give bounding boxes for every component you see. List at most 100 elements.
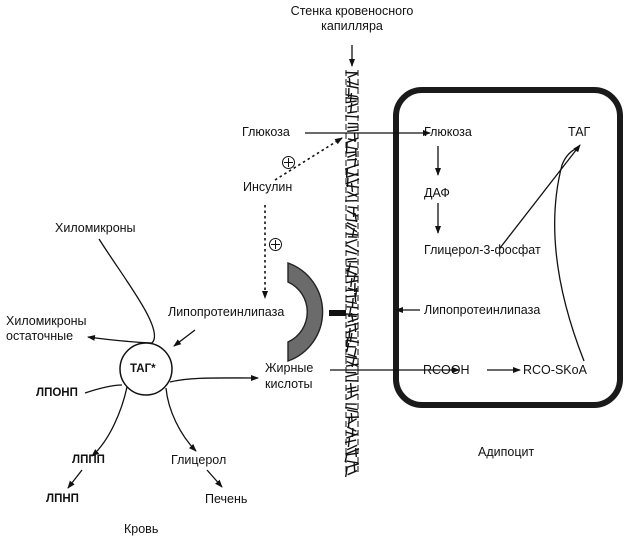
- wall-fiber: [347, 103, 359, 108]
- wall-fiber: [350, 412, 353, 423]
- wall-fiber: [353, 347, 357, 358]
- label-rcooh: RCOOH: [423, 363, 470, 377]
- wall-fiber: [350, 102, 353, 113]
- tag-to-glycerol-arrow: [165, 387, 197, 452]
- label-chylomicron-remnants-line-2: остаточные: [6, 329, 74, 343]
- wall-fiber: [347, 437, 351, 448]
- wall-fiber: [352, 272, 357, 283]
- capillary-wall: [344, 70, 360, 478]
- wall-fiber: [346, 393, 358, 400]
- wall-fiber: [346, 339, 360, 344]
- wall-fiber: [345, 355, 358, 360]
- label-dap: ДАФ: [424, 186, 450, 200]
- label-glucose-cell: Глюкоза: [424, 125, 472, 139]
- activation-symbol-lipase: [269, 238, 282, 251]
- wall-fiber: [345, 373, 359, 378]
- wall-fiber: [345, 467, 348, 478]
- chylomicron-remnants-arrow: [87, 334, 153, 344]
- wall-fiber: [347, 73, 358, 79]
- wall-fiber: [345, 97, 359, 100]
- wall-fiber: [345, 71, 359, 74]
- wall-fiber: [346, 463, 360, 469]
- wall-title-line-1: Стенка кровеносного: [290, 4, 414, 18]
- wall-fiber: [345, 289, 357, 292]
- wall-fiber: [354, 212, 358, 223]
- wall-fiber: [345, 151, 357, 154]
- label-adipocyte-region: Адипоцит: [478, 445, 535, 459]
- wall-fiber: [347, 318, 359, 323]
- wall-fiber: [347, 126, 358, 129]
- wall-fiber: [348, 327, 351, 338]
- wall-fiber: [345, 363, 359, 367]
- wall-fiber: [353, 132, 356, 143]
- wall-fiber: [351, 227, 355, 238]
- wall-fiber: [347, 193, 359, 198]
- vldl-to-tag-curve: [84, 384, 123, 394]
- wall-fiber: [346, 426, 357, 432]
- wall-fiber: [345, 115, 359, 118]
- wall-fiber: [346, 233, 358, 236]
- label-vldl: ЛПОНП: [36, 387, 78, 399]
- wall-fiber: [346, 306, 359, 309]
- wall-fiber: [345, 137, 359, 144]
- wall-fiber: [347, 206, 358, 209]
- wall-fiber: [345, 265, 358, 269]
- label-chylomicrons: Хиломикроны: [55, 221, 136, 235]
- rcoskoa-to-tag-curve: [554, 147, 585, 362]
- wall-fiber: [347, 389, 359, 393]
- label-lipoprotein-lipase-blood: Липопротеинлипаза: [168, 305, 285, 319]
- wall-title-line-2: капилляра: [321, 19, 383, 33]
- wall-fiber: [347, 129, 359, 132]
- tag-to-fatty-acids-arrow: [169, 374, 259, 383]
- wall-fiber: [345, 452, 359, 456]
- wall-fiber: [354, 292, 357, 303]
- wall-fiber: [346, 85, 359, 89]
- wall-fiber: [354, 322, 357, 333]
- label-glucose-blood: Глюкоза: [242, 125, 290, 139]
- label-liver: Печень: [205, 492, 248, 506]
- label-lipoprotein-lipase-wall: Липопротеинлипаза: [424, 303, 541, 317]
- label-rco-skoa: RCO-SKoA: [523, 363, 587, 377]
- wall-fiber: [345, 250, 357, 255]
- wall-fiber: [347, 409, 359, 413]
- wall-fiber: [347, 172, 359, 177]
- wall-fiber: [346, 416, 359, 419]
- label-glycerol-3-phosphate: Глицерол-3-фосфат: [424, 243, 541, 257]
- wall-fiber: [345, 172, 359, 179]
- lipase-anchor: [329, 310, 346, 316]
- lipoprotein-lipase-enzyme: [287, 262, 324, 362]
- label-glycerol: Глицерол: [171, 453, 227, 467]
- wall-fiber: [346, 184, 360, 188]
- glycerol-to-liver-arrow: [206, 469, 223, 488]
- wall-fiber: [345, 300, 358, 304]
- label-tag: ТАГ: [568, 125, 591, 139]
- wall-fiber: [346, 342, 350, 353]
- wall-fiber: [355, 447, 357, 458]
- wall-fiber: [346, 460, 359, 464]
- wall-fiber: [345, 406, 358, 411]
- tag-to-idl-arrow: [91, 386, 128, 457]
- adipocyte-cell: [393, 87, 623, 408]
- wall-fiber: [346, 327, 359, 334]
- wall-fiber: [346, 222, 357, 228]
- wall-fiber: [345, 238, 358, 245]
- wall-fiber: [345, 337, 349, 348]
- wall-fiber: [345, 322, 359, 327]
- wall-fiber: [347, 153, 357, 158]
- wall-fiber: [344, 439, 357, 444]
- wall-fiber: [346, 444, 358, 451]
- wall-fiber: [351, 297, 354, 308]
- wall-fiber: [350, 182, 354, 193]
- chylomicrons-curve: [98, 238, 156, 344]
- wall-fiber: [345, 167, 349, 178]
- label-idl: ЛППП: [72, 454, 105, 466]
- insulin-to-transport-arrow: [274, 137, 343, 181]
- wall-fiber: [347, 110, 358, 114]
- wall-fiber: [353, 462, 356, 473]
- label-fatty-acids-line-1: Жирные: [265, 361, 314, 375]
- label-fatty-acids-line-2: кислоты: [265, 377, 313, 391]
- activation-symbol-transport: [282, 156, 295, 169]
- label-chylomicron-remnants-line-1: Хиломикроны: [6, 314, 87, 328]
- wall-fiber: [346, 224, 358, 233]
